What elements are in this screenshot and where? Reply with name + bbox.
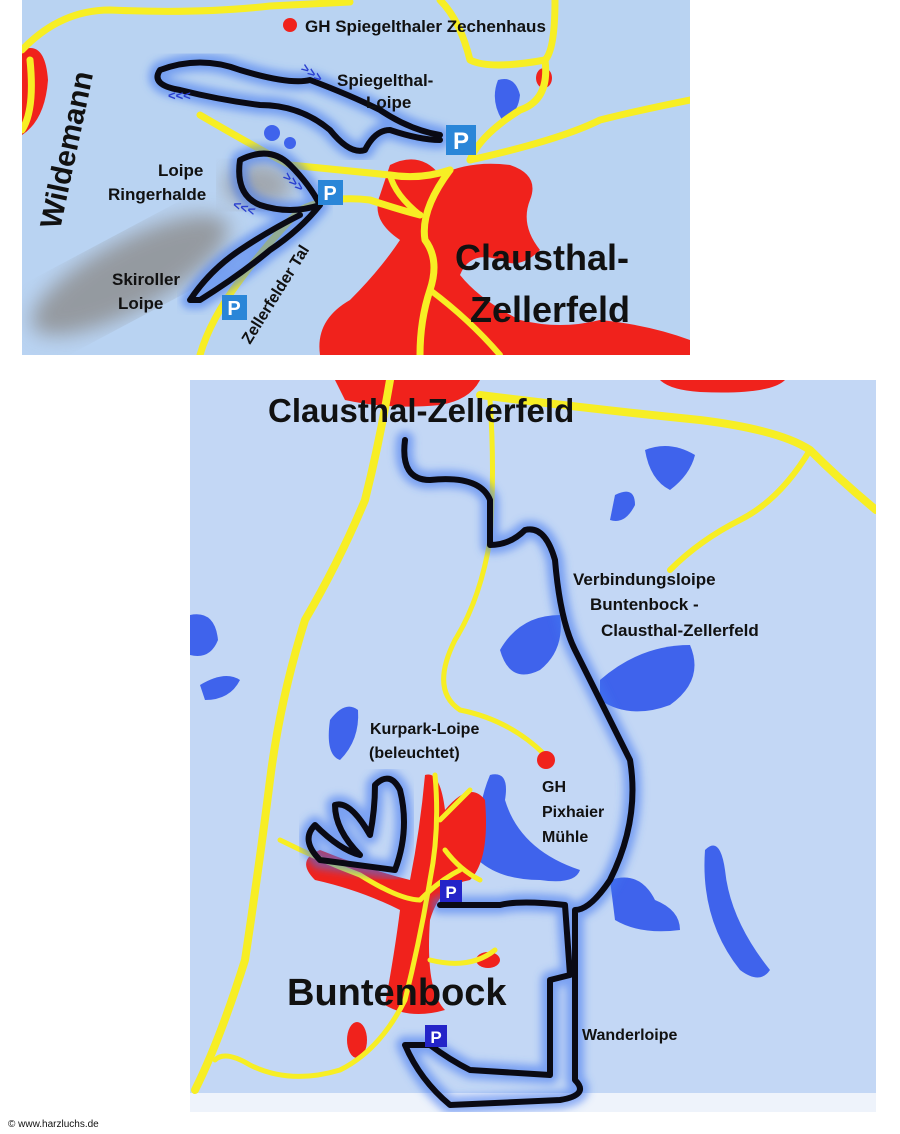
label-clausthal-zellerfeld: Zellerfeld [470,289,630,330]
parking-letter: P [453,128,469,155]
parking-letter: P [430,1028,441,1047]
gh-pixhaier-marker [537,751,555,769]
label-clausthal-zellerfeld: Clausthal- [455,237,629,278]
parking-letter: P [445,883,456,902]
roads [191,380,876,1094]
label-gh-pixhaier-muehle: GH [542,779,566,796]
parking-icon: P [440,880,462,902]
label-gh-pixhaier-muehle: Pixhaier [542,804,604,821]
label-verbindungsloipe: Buntenbock - [590,595,699,614]
parking-icon: P [222,295,247,320]
trails [299,431,642,1112]
lake [264,125,280,141]
top-map-panel: >>> <<< >>> <<< GH Spiegelthaler Zechenh… [22,0,690,355]
label-clausthal-zellerfeld: Clausthal-Zellerfeld [268,392,574,429]
label-verbindungsloipe: Verbindungsloipe [573,570,716,589]
hill-shading [31,214,229,336]
label-loipe-ringerhalde: Loipe [158,161,203,180]
parking-icon: P [425,1025,447,1047]
label-gh-spiegelthaler: GH Spiegelthaler Zechenhaus [305,17,546,36]
label-loipe-ringerhalde: Ringerhalde [108,185,206,204]
label-verbindungsloipe: Clausthal-Zellerfeld [601,621,759,640]
label-kurpark-loipe: (beleuchtet) [369,745,460,762]
bottom-map-panel: Clausthal-Zellerfeld Verbindungsloipe Bu… [190,380,876,1112]
parking-letter: P [227,298,240,320]
parking-icon: P [446,125,476,155]
lake [494,79,520,120]
label-gh-pixhaier-muehle: Mühle [542,829,588,846]
direction-arrow-text: <<< [231,197,258,219]
label-skiroller-loipe: Loipe [118,294,163,313]
label-skiroller-loipe: Skiroller [112,270,180,289]
town-area [660,380,785,393]
parking-icon: P [318,180,343,205]
trails [148,53,449,309]
town-clausthal-zellerfeld [335,380,480,407]
direction-arrow-text: <<< [168,88,191,103]
label-wanderloipe: Wanderloipe [582,1027,678,1044]
label-spiegelthal-loipe: Loipe [366,93,411,112]
roads [22,0,690,355]
parking-letter: P [323,183,336,205]
lake [284,137,296,149]
copyright-notice: © www.harzluchs.de [8,1119,99,1130]
town-area [347,1022,367,1058]
label-buntenbock: Buntenbock [287,972,507,1014]
label-kurpark-loipe: Kurpark-Loipe [370,721,479,738]
label-spiegelthal-loipe: Spiegelthal- [337,71,433,90]
gh-spiegelthaler-marker [283,18,297,32]
lakes [190,446,770,978]
